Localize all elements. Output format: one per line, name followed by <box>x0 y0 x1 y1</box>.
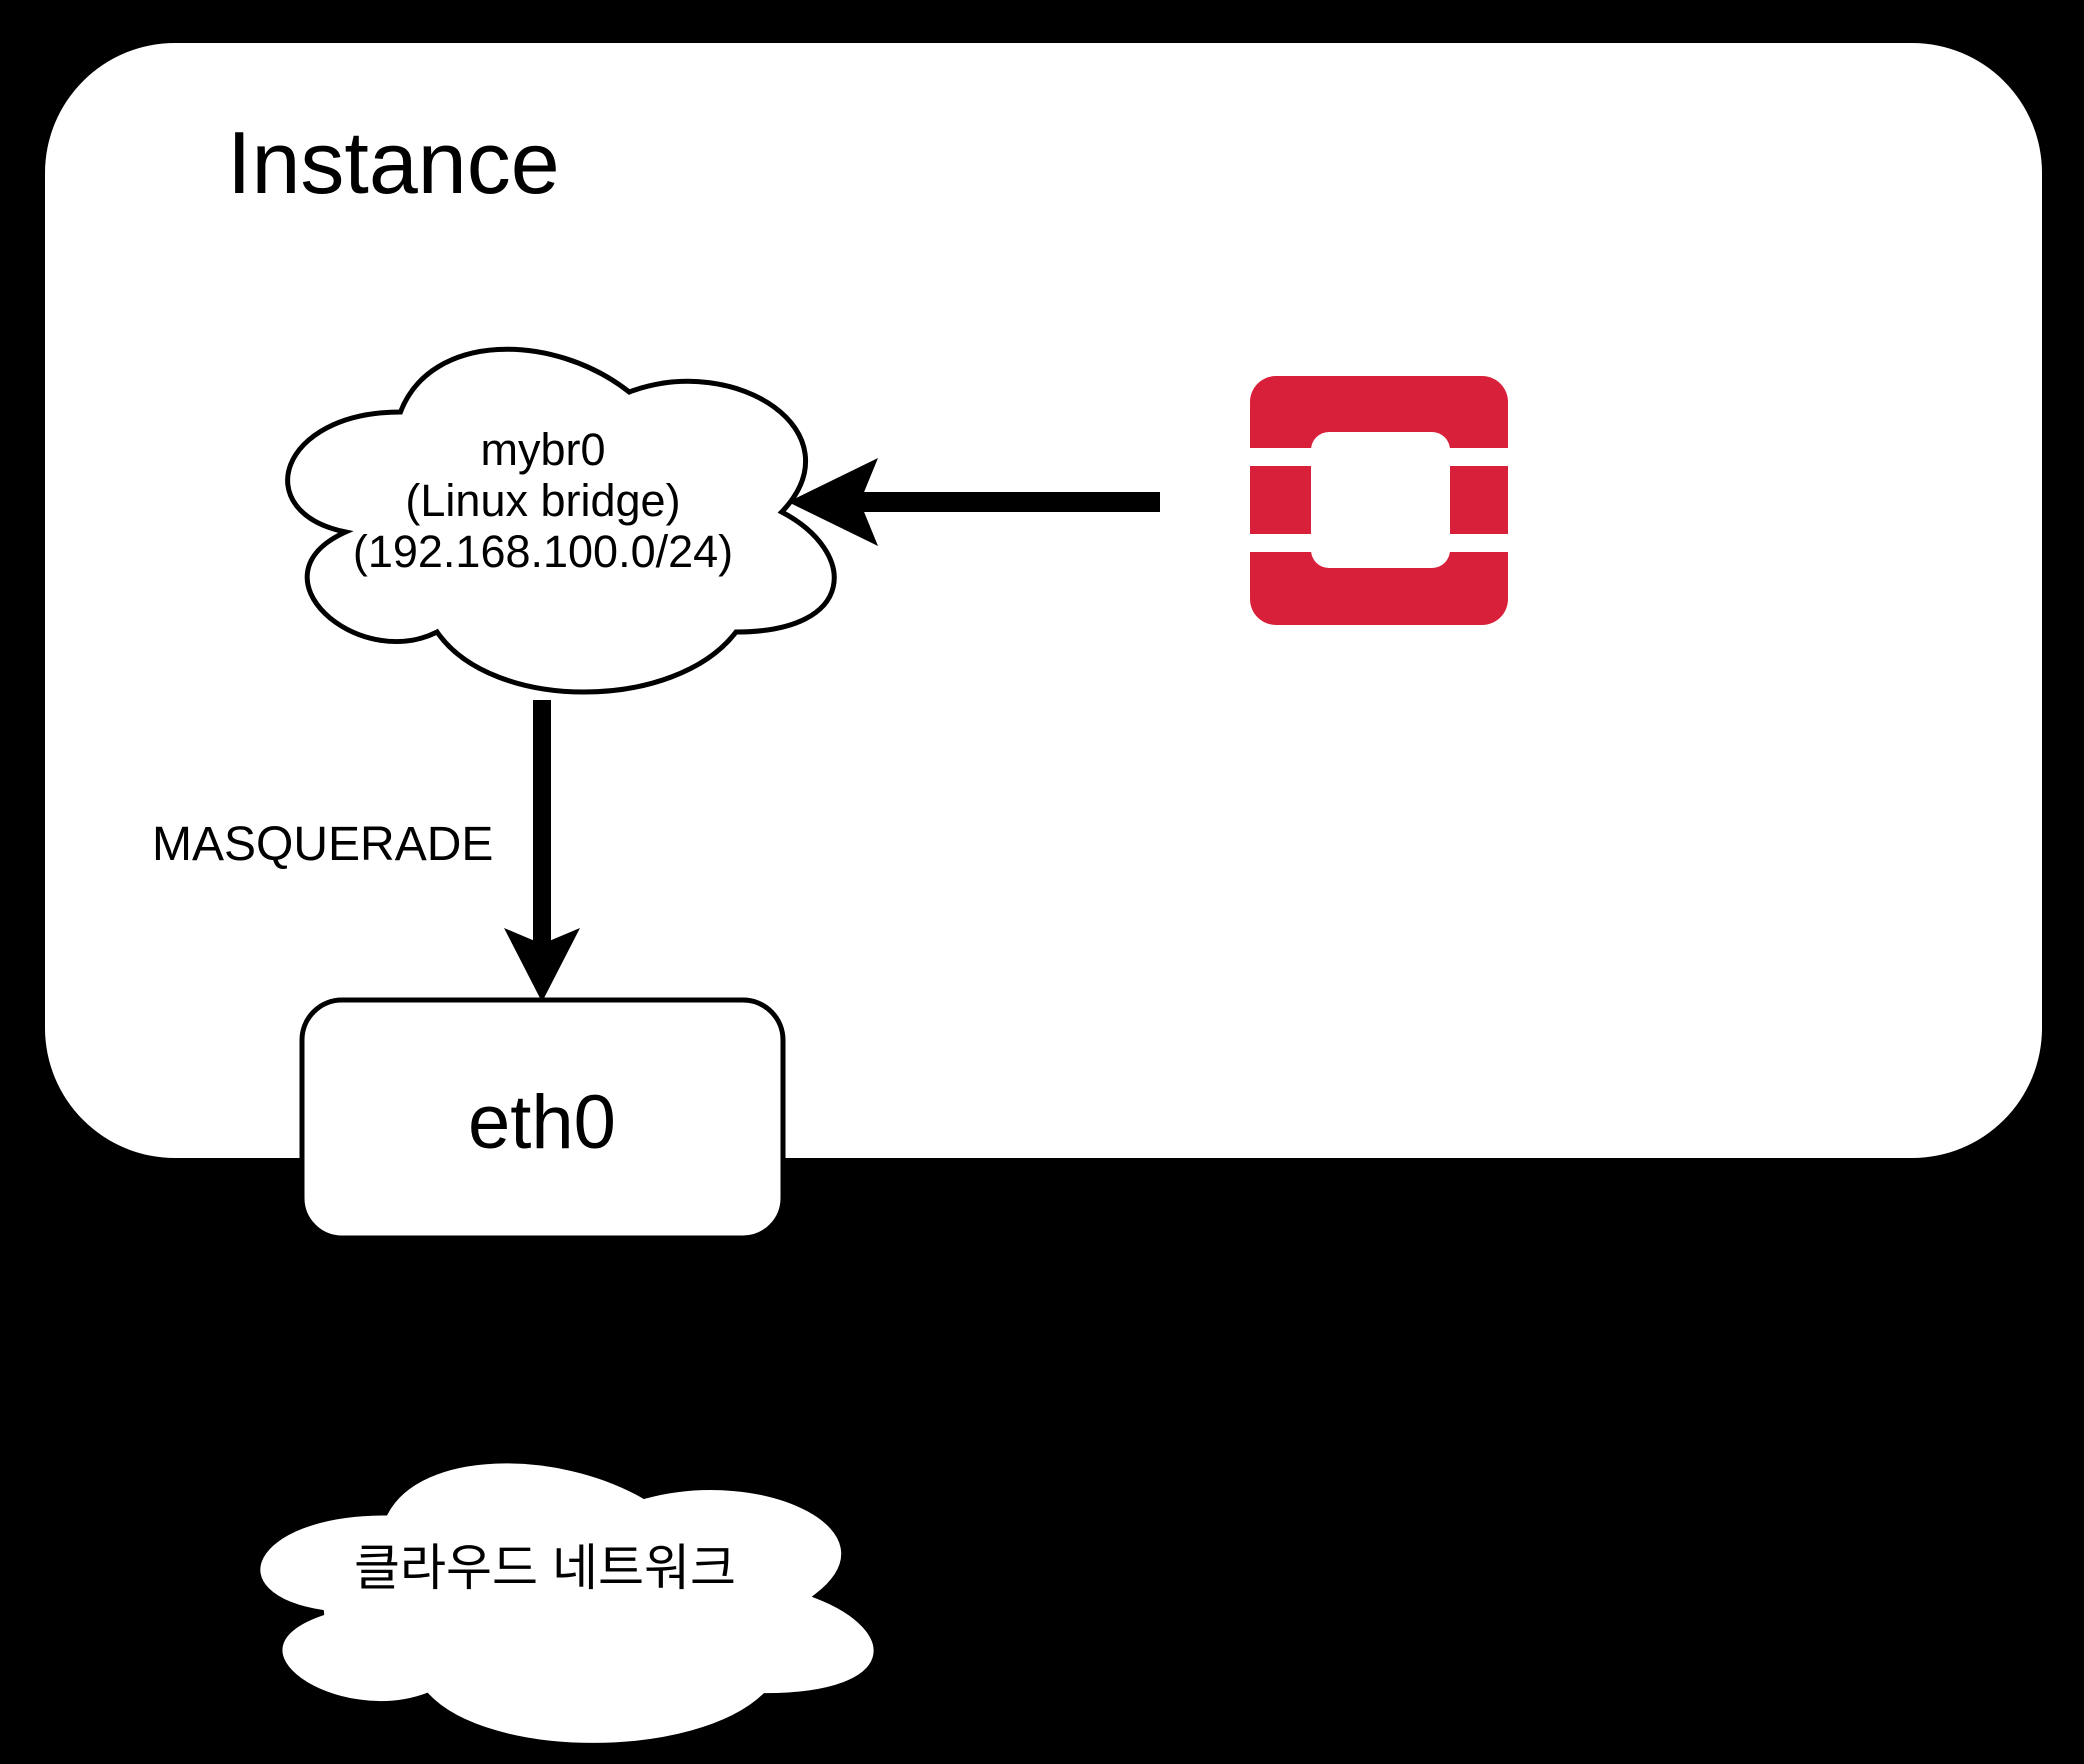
arrowhead-down-icon <box>504 928 580 1002</box>
openstack-to-bridge-arrow <box>788 458 1160 546</box>
arrow-shaft <box>533 700 551 946</box>
eth0-box <box>299 997 786 1241</box>
bridge-cloud-shape <box>285 346 837 695</box>
arrowhead-left-icon <box>788 458 878 546</box>
openstack-logo-icon <box>1250 376 1508 625</box>
cloud-network-shape <box>255 1458 879 1748</box>
openstack-logo-slit-top <box>1250 448 1508 466</box>
cloud-network-label: 클라우드 네트워크 <box>354 1540 736 1596</box>
instance-title: Instance <box>227 113 560 212</box>
bridge-cloud-name: mybr0 <box>480 424 605 475</box>
bridge-cloud-type: (Linux bridge) <box>405 475 680 526</box>
openstack-logo-slit-bottom <box>1250 534 1508 552</box>
arrow-shaft <box>858 492 1160 512</box>
masquerade-label: MASQUERADE <box>152 818 493 871</box>
eth0-label: eth0 <box>468 1080 616 1165</box>
bridge-to-eth0-arrow <box>504 700 580 1002</box>
bridge-cloud-subnet: (192.168.100.0/24) <box>353 526 733 577</box>
